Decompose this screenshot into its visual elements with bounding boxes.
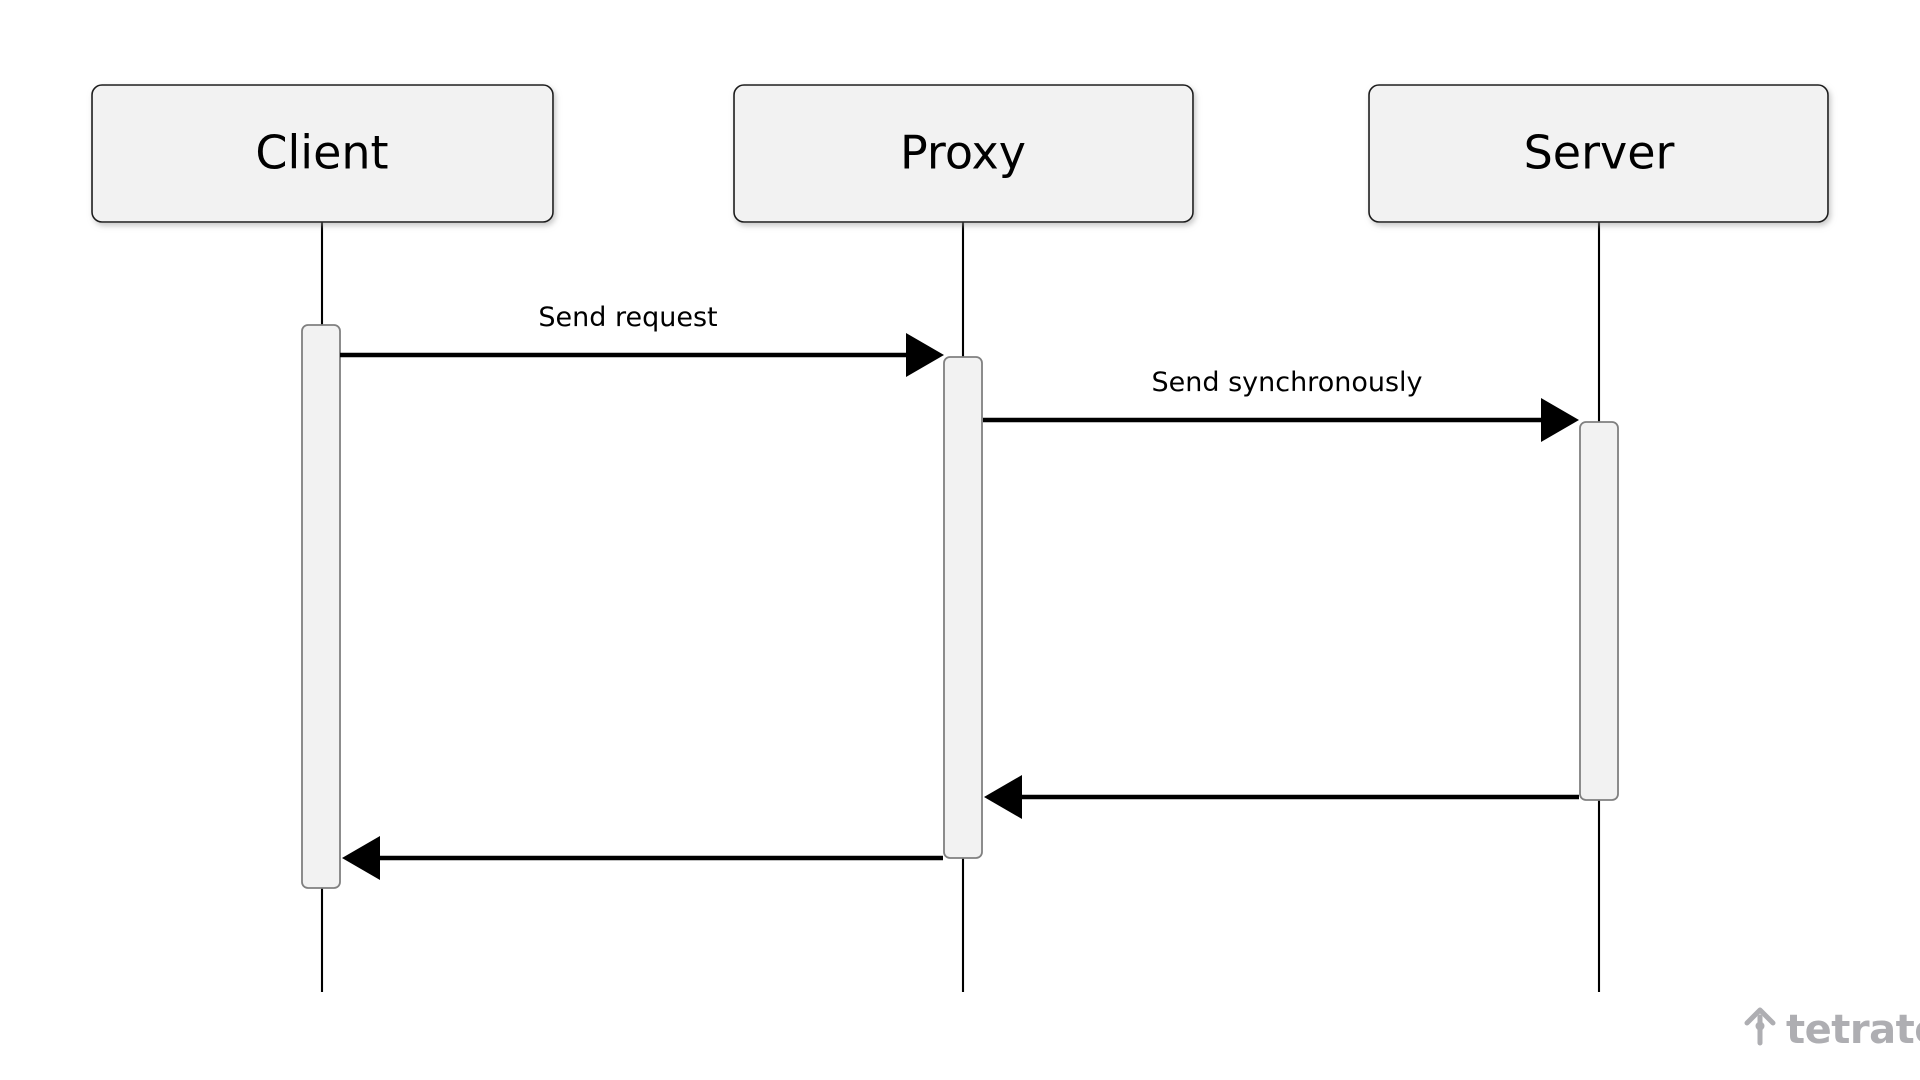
tetrate-wordmark-text: tetrate [1786, 1007, 1920, 1053]
participant-box-server[interactable] [1368, 84, 1829, 223]
participant-label-proxy: Proxy [900, 126, 1026, 180]
participant-box-client[interactable] [91, 84, 554, 223]
arrowhead-right-send-synchronously [1541, 398, 1579, 442]
arrowhead-right-send-request [906, 333, 944, 377]
message-send-request[interactable]: Send request [340, 302, 944, 377]
message-server-to-proxy-return[interactable] [984, 775, 1579, 819]
participant-box-proxy[interactable] [733, 84, 1194, 223]
activation-bar-proxy [943, 356, 983, 859]
participant-client[interactable] [91, 84, 554, 223]
activation-bars-group [301, 324, 1619, 889]
participant-label-server: Server [1524, 126, 1675, 180]
tetrate-mark-icon [1744, 1007, 1776, 1046]
message-label-send-synchronously: Send synchronously [1151, 367, 1422, 398]
message-send-synchronously[interactable]: Send synchronously [983, 367, 1579, 442]
participant-label-client: Client [255, 126, 388, 180]
arrowhead-left-proxy-to-client-return [342, 836, 380, 880]
activation-bar-server [1579, 421, 1619, 801]
message-proxy-to-client-return[interactable] [342, 836, 943, 880]
arrowhead-left-server-to-proxy-return [984, 775, 1022, 819]
message-label-send-request: Send request [538, 302, 717, 333]
participant-proxy[interactable] [733, 84, 1194, 223]
activation-bar-client [301, 324, 341, 889]
participant-server[interactable] [1368, 84, 1829, 223]
tetrate-watermark: tetrate [1744, 1007, 1920, 1053]
